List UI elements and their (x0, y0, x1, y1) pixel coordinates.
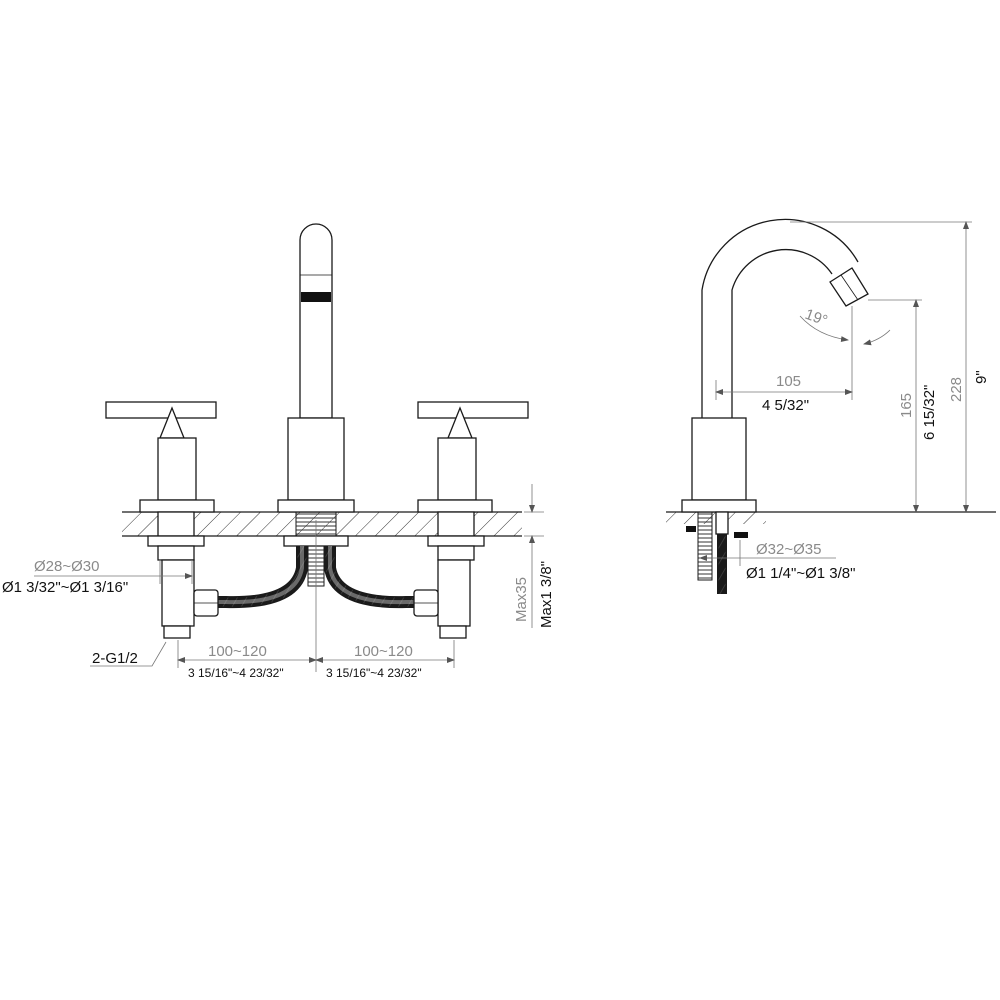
total-height-in: 9" (973, 370, 990, 384)
right-handle (417, 401, 529, 513)
outlet-height-mm: 165 (898, 393, 915, 418)
side-dimensions: 19° 105 4 5/32" 165 6 15/32" 228 9" Ø32~… (699, 221, 990, 582)
front-dimensions: Ø28~Ø30 Ø1 3/32"~Ø1 3/16" 2-G1/2 100~120… (2, 484, 555, 680)
outlet-height-in: 6 15/32" (921, 385, 938, 440)
braided-hoses (193, 546, 439, 617)
left-valve-body (147, 511, 205, 639)
base-diameter-in: Ø1 3/32"~Ø1 3/16" (2, 579, 128, 596)
left-handle (105, 401, 217, 513)
left-spacing-in: 3 15/16"~4 23/32" (188, 666, 284, 680)
spout-reach-mm: 105 (776, 373, 801, 390)
connection-label: 2-G1/2 (92, 650, 138, 667)
front-view (105, 223, 529, 672)
side-view (666, 218, 996, 594)
total-height-mm: 228 (948, 377, 965, 402)
left-spacing-mm: 100~120 (208, 643, 267, 660)
hole-diameter-in: Ø1 1/4"~Ø1 3/8" (746, 565, 855, 582)
base-diameter-mm: Ø28~Ø30 (34, 558, 99, 575)
deck-thickness-in: Max1 3/8" (538, 561, 555, 628)
spout-angle: 19° (803, 306, 830, 330)
spout-reach-in: 4 5/32" (762, 397, 809, 414)
right-valve-body (427, 511, 485, 639)
right-spacing-mm: 100~120 (354, 643, 413, 660)
spout (277, 223, 355, 513)
right-spacing-in: 3 15/16"~4 23/32" (326, 666, 422, 680)
hole-diameter-mm: Ø32~Ø35 (756, 541, 821, 558)
deck-thickness-mm: Max35 (513, 577, 530, 622)
